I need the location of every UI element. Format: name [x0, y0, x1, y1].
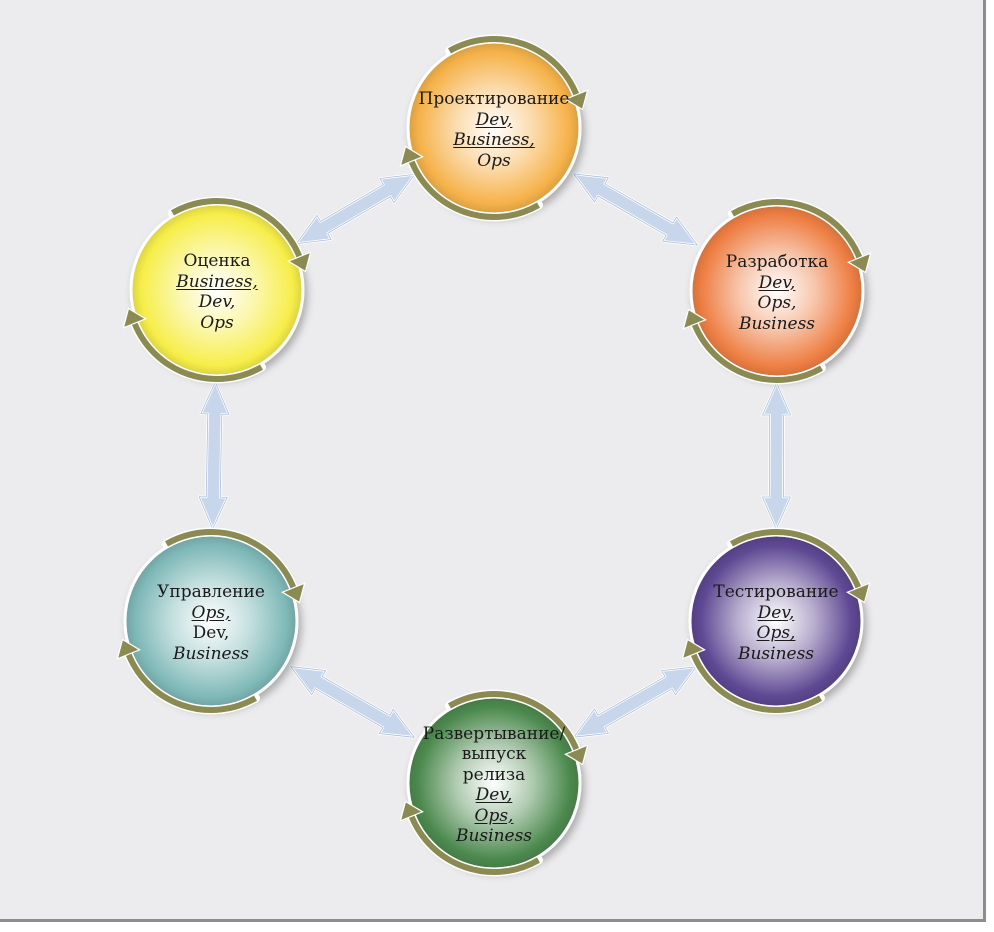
cycle-arrowhead-icon: [847, 252, 872, 274]
cycle-arrowhead-icon: [122, 307, 147, 329]
stage-title: Проектирование: [418, 89, 570, 109]
stage-role: Ops,: [474, 805, 514, 826]
stage-role: Business: [172, 643, 250, 664]
cycle-arc-2: [408, 160, 540, 220]
stage-title: Разработка: [725, 252, 829, 272]
stage-role: Business: [737, 643, 815, 664]
cycle-arc-1: [731, 199, 863, 259]
cycle-arrowhead-icon: [399, 145, 424, 167]
stage-node-deployment: [399, 689, 589, 877]
connector-arrow-4: [289, 665, 416, 739]
stage-role: Ops,: [757, 293, 797, 313]
stage-role: Dev,: [757, 602, 795, 623]
cycle-arc-2: [691, 323, 823, 383]
cycle-arc-2: [690, 653, 822, 713]
stage-role: Business,: [176, 271, 258, 292]
cycle-arrowhead-icon: [287, 251, 312, 273]
stage-node-management: [116, 527, 306, 715]
stage-node-design: [399, 34, 589, 222]
cycle-arc-2: [125, 653, 257, 713]
connector-arrow-6: [295, 173, 416, 245]
stage-title: Тестирование: [713, 582, 839, 602]
stage-role: Ops,: [756, 623, 796, 643]
stage-role: выпуск: [461, 744, 527, 764]
stage-role: Business,: [453, 130, 535, 150]
stage-role: Dev,: [198, 292, 236, 312]
cycle-arrowhead-icon: [564, 89, 589, 111]
cycle-arc-1: [448, 36, 580, 96]
cycle-arrowhead-icon: [399, 800, 424, 822]
cycle-arc-1: [448, 691, 580, 751]
connector-arrow-edge-1: [573, 173, 698, 246]
stage-node-development: [682, 197, 872, 385]
cycle-arc-1: [165, 529, 297, 589]
cycle-arrowhead-icon: [682, 308, 707, 330]
cycle-arrowhead-icon: [281, 582, 306, 604]
cycle-arc-1: [171, 198, 303, 258]
cycle-arrowhead-icon: [564, 744, 589, 766]
connector-arrow-3: [572, 665, 698, 739]
stage-title: Управление: [157, 582, 265, 602]
stage-role: Dev,: [758, 272, 796, 293]
stage-role: Ops: [200, 312, 234, 333]
stage-node-testing: [681, 527, 871, 715]
stage-title: Оценка: [183, 251, 251, 271]
cycle-arc-2: [131, 322, 263, 382]
stage-role: Business: [455, 826, 533, 846]
stage-title: Развертывание/: [422, 723, 566, 744]
stage-role: релиза: [462, 764, 526, 785]
cycle-arrowhead-icon: [681, 638, 706, 660]
connector-arrow-edge-4: [290, 666, 415, 738]
stage-role: Business: [738, 313, 816, 334]
stage-node-evaluation: [122, 196, 312, 384]
cycle-arc-2: [408, 815, 540, 875]
cycle-arc-1: [730, 529, 862, 589]
stage-role: Dev,: [475, 785, 513, 805]
stage-role: Dev,: [192, 623, 230, 643]
stage-role: Ops: [477, 150, 511, 171]
stage-role: Ops,: [191, 602, 231, 623]
stage-role: Dev,: [475, 109, 513, 130]
cycle-arrowhead-icon: [116, 638, 141, 660]
connector-arrow-1: [572, 172, 699, 247]
cycle-arrowhead-icon: [846, 582, 871, 604]
